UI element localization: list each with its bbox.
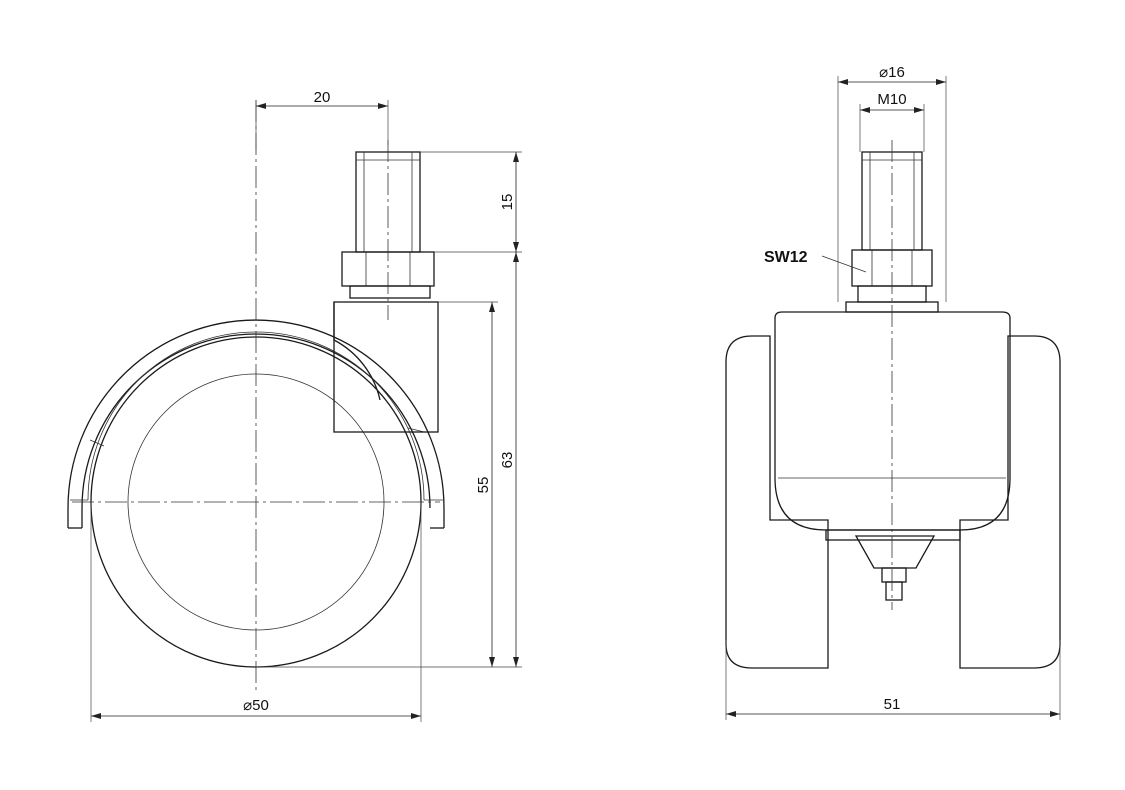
- left-wheel: [725, 335, 829, 669]
- axle-cap: [854, 535, 936, 569]
- label-sw12: SW12: [764, 249, 808, 266]
- front-view: ⌀16 M10 SW12 51: [725, 64, 1061, 720]
- housing-block: [333, 301, 439, 433]
- front-housing: [774, 311, 1011, 531]
- dim-stem-diameter-16: ⌀16: [879, 64, 905, 81]
- sw12-leader: [821, 255, 867, 273]
- hood-inner: [81, 333, 431, 528]
- side-view: 20 15 55 63 ⌀50: [67, 89, 522, 722]
- washer: [349, 285, 431, 299]
- dim-offset-20: 20: [314, 89, 331, 106]
- dim-wheel-diameter: ⌀50: [243, 697, 269, 714]
- dim-height-55: 55: [475, 477, 492, 494]
- dim-thread-m10: M10: [877, 91, 906, 108]
- dim-width-51: 51: [884, 696, 901, 713]
- dim-stem-15: 15: [499, 194, 516, 211]
- dim-height-63: 63: [499, 452, 516, 469]
